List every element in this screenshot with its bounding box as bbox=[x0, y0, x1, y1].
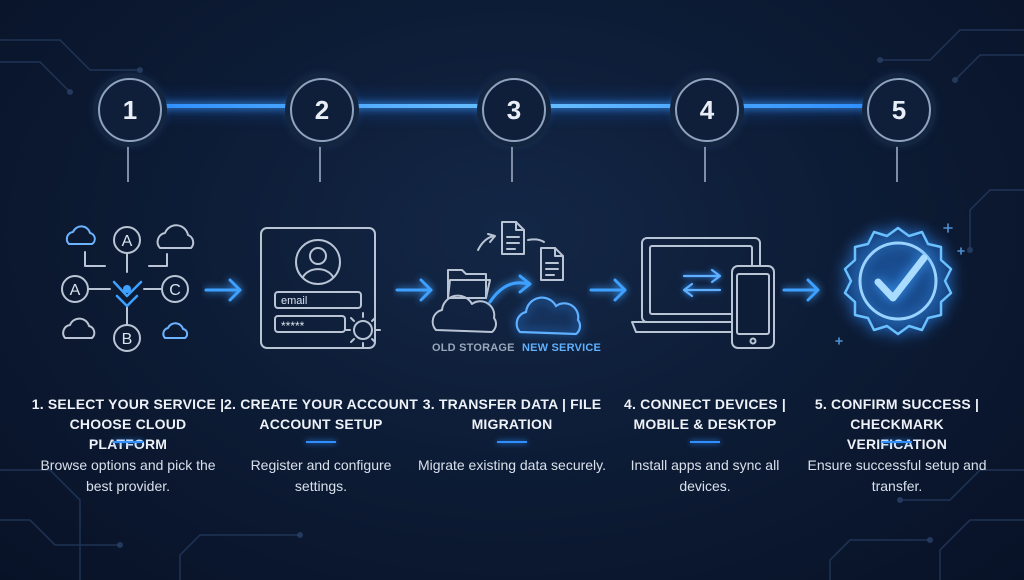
step-node-4: 4 bbox=[675, 78, 739, 142]
new-service-label: NEW SERVICE bbox=[522, 342, 602, 354]
node-stem bbox=[896, 140, 898, 182]
node-stem bbox=[511, 140, 513, 182]
step-divider bbox=[497, 441, 527, 443]
data-transfer-icon bbox=[431, 221, 582, 336]
step-title-1: 1. SELECT YOUR SERVICE | CHOOSE CLOUD PL… bbox=[31, 396, 225, 452]
step-desc-4: Install apps and sync all devices. bbox=[630, 457, 780, 494]
step-node-1: 1 bbox=[98, 78, 162, 142]
old-storage-label: OLD STORAGE bbox=[432, 342, 515, 354]
node-stem bbox=[127, 140, 129, 182]
password-field-mask: ***** bbox=[281, 319, 305, 333]
step-title-2: 2. CREATE YOUR ACCOUNT ACCOUNT SETUP bbox=[224, 396, 418, 432]
step-divider bbox=[306, 441, 336, 443]
arrow-right-icon bbox=[395, 278, 433, 302]
account-form-icon: email ***** bbox=[260, 227, 381, 349]
devices-sync-icon bbox=[631, 237, 775, 349]
node-stem bbox=[704, 140, 706, 182]
node-stem bbox=[319, 140, 321, 182]
option-b-label: B bbox=[122, 331, 133, 348]
option-a-label: A bbox=[122, 233, 133, 250]
step-divider bbox=[113, 441, 143, 443]
step-title-3: 3. TRANSFER DATA | FILE MIGRATION bbox=[422, 396, 602, 432]
arrow-right-icon bbox=[204, 278, 242, 302]
step-desc-3: Migrate existing data securely. bbox=[417, 457, 607, 473]
step-node-3: 3 bbox=[482, 78, 546, 142]
step-node-5: 5 bbox=[867, 78, 931, 142]
step-timeline: 1 2 3 4 5 bbox=[0, 0, 1024, 200]
step-title-4: 4. CONNECT DEVICES | MOBILE & DESKTOP bbox=[624, 396, 786, 432]
arrow-right-icon bbox=[782, 278, 820, 302]
email-field-label: email bbox=[281, 295, 307, 307]
step-desc-2: Register and configure settings. bbox=[250, 457, 392, 494]
step-title-5: 5. CONFIRM SUCCESS | CHECKMARK VERIFICAT… bbox=[814, 396, 980, 452]
step-desc-5: Ensure successful setup and transfer. bbox=[807, 457, 987, 494]
checkmark-badge-icon bbox=[828, 212, 968, 352]
step-node-2: 2 bbox=[290, 78, 354, 142]
step-desc-1: Browse options and pick the best provide… bbox=[40, 457, 216, 494]
option-a-label: A bbox=[70, 282, 81, 299]
cloud-options-icon: A A C B bbox=[61, 224, 195, 352]
option-c-label: C bbox=[169, 282, 181, 299]
step-divider bbox=[882, 441, 912, 443]
arrow-right-icon bbox=[589, 278, 627, 302]
step-divider bbox=[690, 441, 720, 443]
